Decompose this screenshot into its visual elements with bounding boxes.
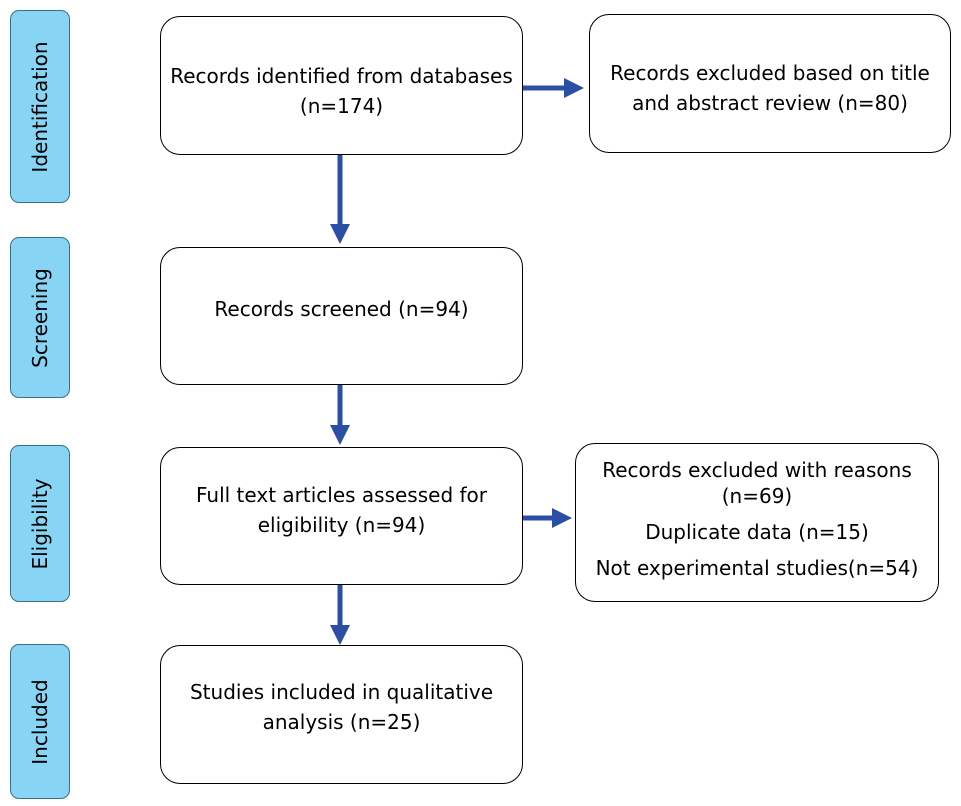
box-records-excluded-title: Records excluded based on title and abst…	[589, 14, 951, 153]
stage-screening: Screening	[10, 237, 70, 398]
excluded-reason-duplicate: Duplicate data (n=15)	[645, 520, 869, 544]
studies-included-line2: analysis (n=25)	[262, 710, 421, 734]
stage-included: Included	[10, 644, 70, 799]
box-records-identified: Records identified from databases (n=174…	[160, 16, 523, 155]
excluded-title-line1: Records excluded based on title	[610, 61, 930, 85]
studies-included-line1: Studies included in qualitative	[189, 680, 494, 704]
excluded-reasons-line1: Records excluded with reasons	[602, 458, 912, 482]
box-studies-included: Studies included in qualitative analysis…	[160, 645, 523, 784]
box-records-screened: Records screened (n=94)	[160, 247, 523, 385]
excluded-reasons-count: (n=69)	[721, 484, 793, 508]
stage-eligibility: Eligibility	[10, 445, 70, 602]
records-screened-text: Records screened (n=94)	[214, 297, 469, 321]
stage-identification: Identification	[10, 10, 70, 203]
excluded-title-line2: and abstract review (n=80)	[632, 91, 908, 115]
records-identified-line1: Records identified from databases	[170, 64, 513, 88]
excluded-reason-not-experimental: Not experimental studies(n=54)	[595, 556, 919, 580]
box-records-excluded-reasons: Records excluded with reasons (n=69) Dup…	[575, 443, 939, 602]
records-identified-count: (n=174)	[299, 94, 384, 118]
full-text-line2: eligibility (n=94)	[257, 513, 426, 537]
full-text-line1: Full text articles assessed for	[196, 483, 487, 507]
box-full-text-assessed: Full text articles assessed for eligibil…	[160, 447, 523, 585]
